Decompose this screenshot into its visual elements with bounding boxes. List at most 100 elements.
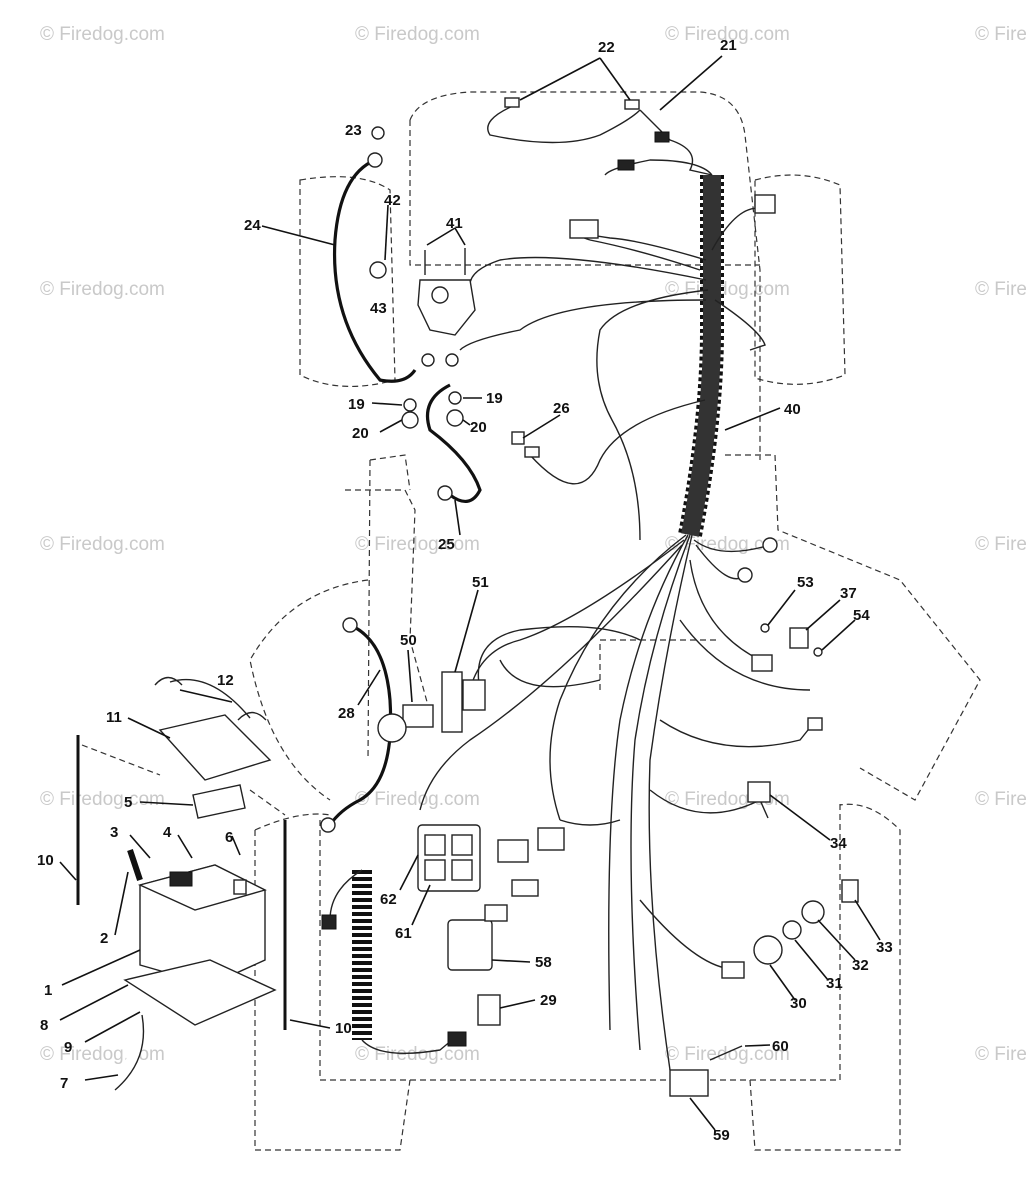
connector bbox=[754, 194, 776, 214]
wire bbox=[469, 539, 685, 691]
headlight-bulb bbox=[624, 99, 640, 110]
callout-3: 3 bbox=[110, 824, 118, 841]
leader-6 bbox=[231, 835, 241, 856]
washer bbox=[445, 353, 459, 367]
module-slot bbox=[424, 834, 446, 856]
callout-11: 11 bbox=[106, 709, 122, 726]
callout-30: 30 bbox=[790, 995, 807, 1012]
callout-7: 7 bbox=[60, 1075, 68, 1092]
connector bbox=[321, 914, 337, 930]
leader-32 bbox=[817, 919, 856, 961]
connector bbox=[537, 827, 565, 851]
part-29 bbox=[477, 994, 501, 1026]
pad-5 bbox=[192, 784, 246, 819]
leader-41 bbox=[454, 227, 466, 246]
watermarks: © Firedog.com © Firedog.com © Firedog.co… bbox=[40, 24, 1026, 1065]
wire bbox=[608, 534, 689, 1031]
callout-19: 19 bbox=[348, 396, 365, 413]
headlight-wire bbox=[639, 109, 713, 176]
wire bbox=[596, 289, 709, 541]
callout-54: 54 bbox=[853, 607, 870, 624]
wire bbox=[689, 559, 761, 661]
leader-10 bbox=[59, 861, 77, 881]
leader-37 bbox=[805, 599, 841, 631]
fender-left bbox=[249, 579, 369, 801]
rear-frame bbox=[319, 800, 841, 1081]
leader-28 bbox=[357, 669, 381, 706]
battery-terminal bbox=[233, 879, 247, 895]
part-33 bbox=[841, 879, 859, 903]
leader-20 bbox=[379, 419, 403, 433]
wire bbox=[589, 239, 701, 271]
callout-40: 40 bbox=[784, 401, 801, 418]
dash-panel bbox=[345, 489, 433, 721]
callout-42: 42 bbox=[384, 192, 401, 209]
hood-outline bbox=[409, 120, 760, 266]
ring-32 bbox=[801, 900, 825, 924]
leader-20 bbox=[462, 419, 471, 426]
wire bbox=[499, 659, 601, 688]
assembly-line bbox=[81, 744, 161, 776]
callout-31: 31 bbox=[826, 975, 843, 992]
leader-58 bbox=[491, 959, 531, 963]
wire bbox=[604, 159, 713, 176]
callout-25: 25 bbox=[438, 536, 455, 553]
leader-59 bbox=[689, 1097, 716, 1131]
module-slot bbox=[424, 859, 446, 881]
rear-wheel-left bbox=[254, 813, 331, 831]
watermark: © Firedog.com bbox=[355, 534, 480, 555]
leader-12 bbox=[179, 689, 233, 703]
leader-8 bbox=[59, 984, 129, 1021]
cable-28 bbox=[328, 623, 393, 826]
fuse-holder bbox=[524, 446, 540, 458]
leader-2 bbox=[114, 871, 129, 936]
dash-console bbox=[599, 639, 720, 690]
leader-10 bbox=[289, 1019, 331, 1029]
leader-1 bbox=[61, 949, 141, 986]
watermark: © Firedog.com bbox=[40, 279, 165, 300]
part-37 bbox=[789, 627, 809, 649]
leader-50 bbox=[407, 649, 413, 703]
callout-10: 10 bbox=[335, 1020, 352, 1037]
callout-6: 6 bbox=[225, 829, 233, 846]
connector bbox=[511, 879, 539, 897]
wire bbox=[529, 399, 706, 485]
callout-51: 51 bbox=[472, 574, 489, 591]
watermark: © Firedog.com bbox=[975, 789, 1026, 810]
watermark: © Firedog.com bbox=[40, 1044, 165, 1065]
watermark: © Firedog.com bbox=[40, 789, 165, 810]
callout-8: 8 bbox=[40, 1017, 48, 1034]
callout-41: 41 bbox=[446, 215, 463, 232]
callout-29: 29 bbox=[540, 992, 557, 1009]
callout-20: 20 bbox=[352, 425, 369, 442]
leader-34 bbox=[769, 794, 831, 841]
part-59 bbox=[669, 1069, 709, 1097]
leader-29 bbox=[499, 999, 536, 1009]
nut-31 bbox=[782, 920, 802, 940]
callout-62: 62 bbox=[380, 891, 397, 908]
callout-21: 21 bbox=[720, 37, 737, 54]
switch-knob bbox=[377, 713, 407, 743]
ring-terminal bbox=[437, 485, 453, 501]
headlight-harness bbox=[487, 97, 713, 176]
hose-7 bbox=[114, 1014, 145, 1091]
grommet bbox=[369, 261, 387, 279]
wire bbox=[469, 256, 707, 286]
solenoid-terminal bbox=[431, 286, 449, 304]
module-slot bbox=[451, 859, 473, 881]
wire bbox=[549, 534, 687, 821]
module-slot bbox=[451, 834, 473, 856]
wire bbox=[419, 544, 683, 811]
callout-28: 28 bbox=[338, 705, 355, 722]
leader-5 bbox=[139, 801, 194, 806]
connector bbox=[497, 839, 529, 863]
callout-5: 5 bbox=[124, 794, 132, 811]
leader-30 bbox=[769, 964, 796, 1001]
dash-left-frame bbox=[367, 454, 411, 761]
leader-53 bbox=[767, 589, 796, 626]
callout-34: 34 bbox=[830, 835, 847, 852]
ring-terminal bbox=[762, 537, 778, 553]
connector bbox=[462, 679, 486, 711]
connector bbox=[807, 717, 823, 731]
